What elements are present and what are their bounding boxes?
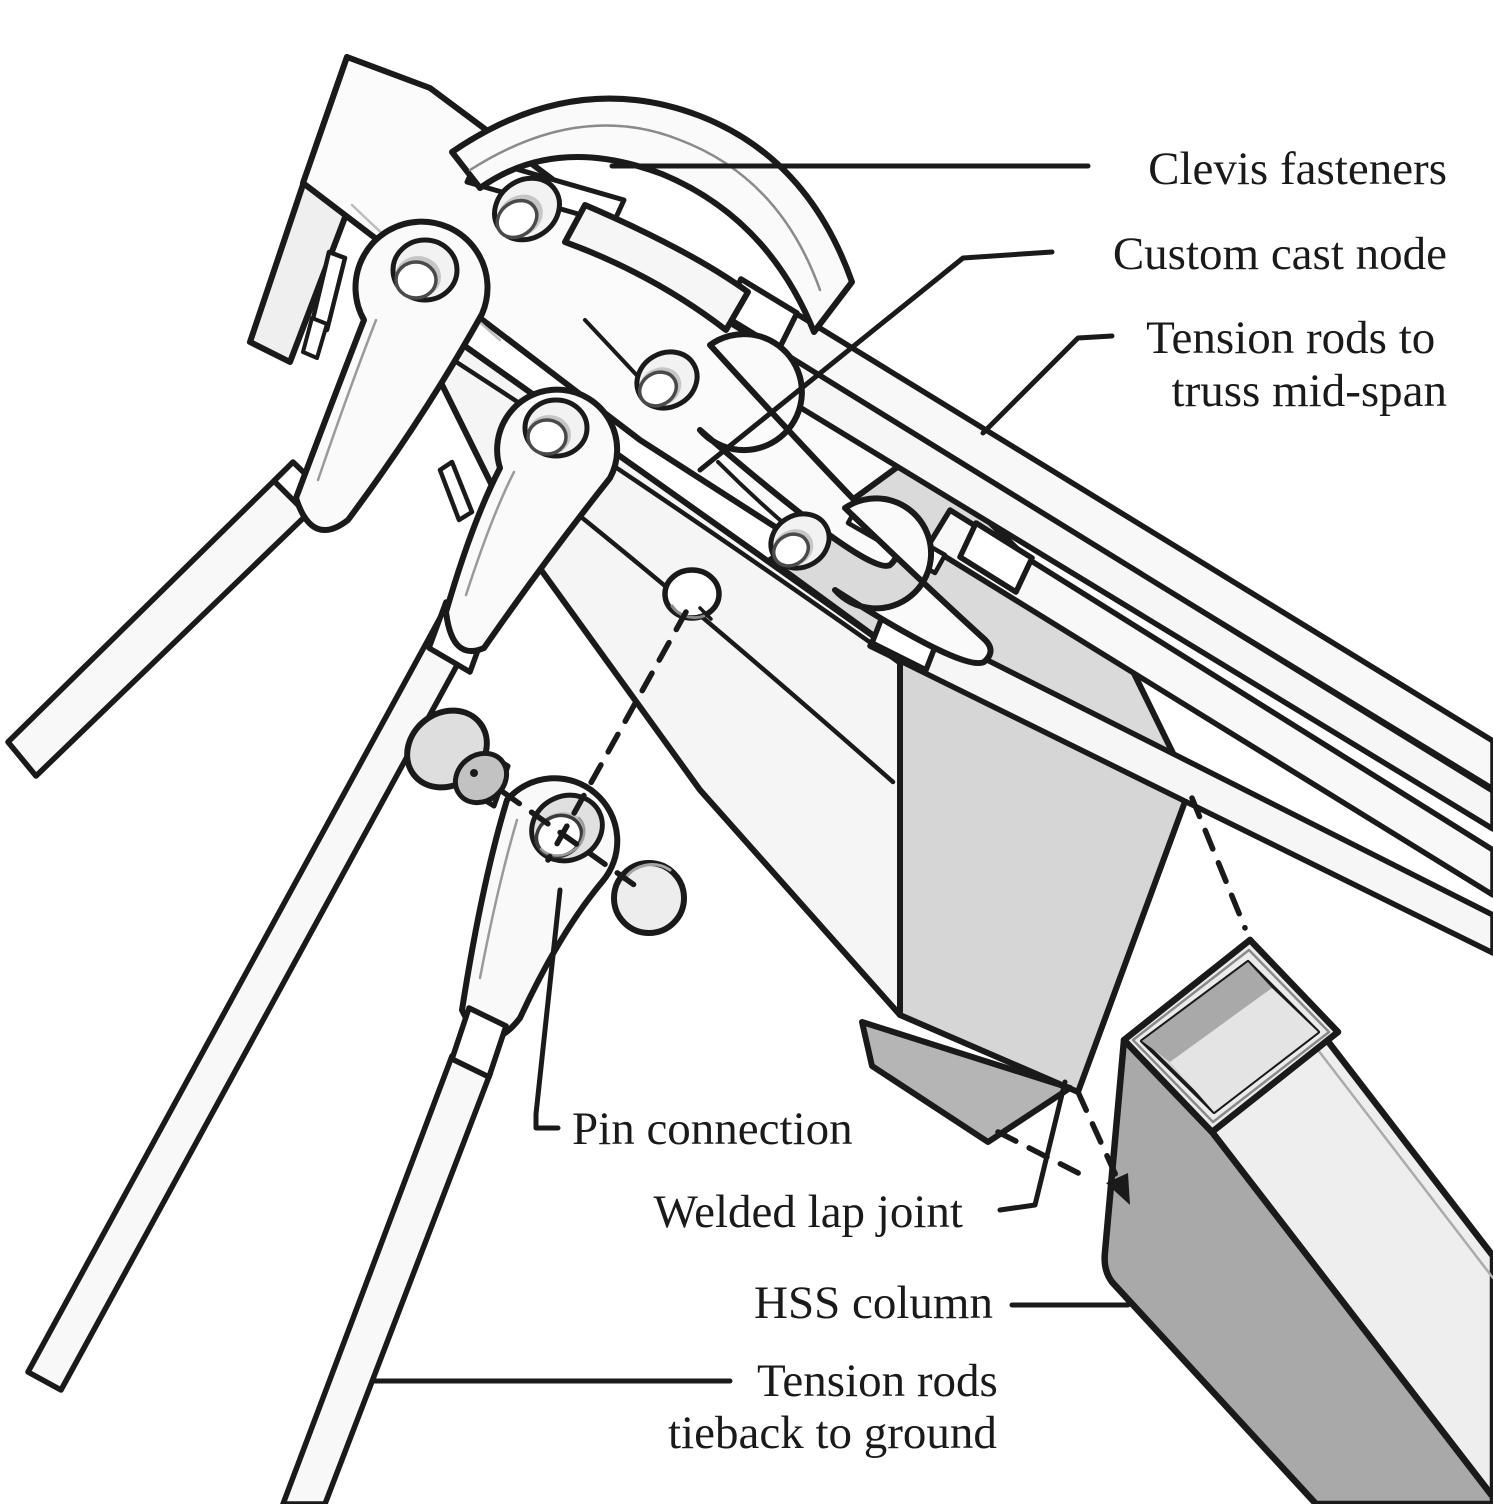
tension-rods-tieback-group — [5, 459, 490, 1393]
dash-hole-to-eye — [545, 609, 689, 863]
dash-stub-to-hss-3 — [1189, 795, 1248, 931]
dash-stub-to-hss-1 — [1075, 1089, 1121, 1183]
clevis-fasteners-group — [293, 95, 994, 666]
clevis-fastener-lower-left — [437, 386, 621, 655]
label-welded-lap-joint: Welded lap joint — [654, 1186, 963, 1238]
tension-rods-to-truss — [719, 276, 1493, 956]
rod-coupler — [449, 1005, 509, 1080]
clevis-fastener-right — [768, 495, 994, 666]
web-pin-hole — [662, 567, 722, 621]
tieback-rod — [280, 1005, 509, 1504]
plate-slot-icon — [437, 459, 475, 523]
clevis-bushing — [522, 397, 590, 459]
label-pin-connection: Pin connection — [572, 1103, 853, 1155]
pin — [404, 707, 511, 809]
pin-washer — [611, 860, 687, 936]
clevis-fastener-left — [293, 218, 491, 533]
rod-coupler — [957, 520, 1035, 595]
label-tension-rods-truss: Tension rods to truss mid-span — [1146, 312, 1447, 417]
hss-column — [1101, 936, 1493, 1504]
tension-rod-right-3 — [925, 507, 1493, 898]
clevis-bushing — [634, 349, 700, 411]
exploded-alignment-dashes — [500, 609, 1248, 1205]
leader-lines — [369, 163, 1131, 1384]
arrowhead-icon — [1106, 1173, 1130, 1205]
leader-pin-connection — [533, 887, 563, 1131]
leader-welded-lap-joint — [997, 1079, 1068, 1213]
flap-slot-icon — [301, 316, 329, 360]
clevis-bushing — [390, 237, 460, 303]
hss-inner-light — [1170, 988, 1318, 1112]
dash-stub-to-hss-2 — [995, 1129, 1091, 1181]
label-tension-rods-tieback: Tension rods tieback to ground — [668, 1355, 1010, 1459]
clevis-bushing — [492, 175, 562, 243]
leader-tension-rods-truss — [980, 333, 1115, 436]
welded-lap-joint-face — [859, 1019, 1073, 1145]
labels: Clevis fasteners Custom cast node Tensio… — [572, 143, 1447, 1459]
label-clevis-fasteners: Clevis fasteners — [1148, 143, 1447, 195]
tension-rod-left-1 — [5, 459, 335, 779]
leader-custom-cast-node — [697, 249, 1055, 473]
label-hss-column: HSS column — [754, 1277, 993, 1329]
dash-pin-axis — [500, 789, 643, 892]
hss-face-shadow — [1101, 1036, 1493, 1504]
hss-inner-shadow — [1142, 962, 1272, 1062]
label-custom-cast-node: Custom cast node — [1113, 228, 1447, 280]
clevis-fastener-top — [449, 95, 855, 335]
clevis-bushing — [768, 511, 832, 571]
pin-connection-assembly — [280, 707, 687, 1504]
